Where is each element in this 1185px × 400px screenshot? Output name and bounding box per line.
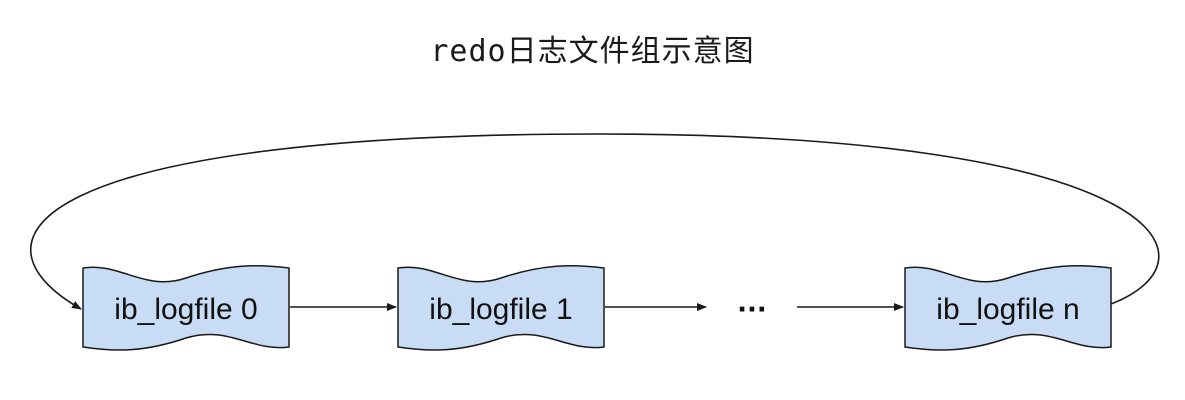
logfile-1-shape [397,264,605,351]
logfile-0-shape [82,264,290,351]
diagram-title: redo日志文件组示意图 [430,34,755,69]
logfile-0-label: ib_logfile 0 [114,293,257,326]
logfile-1-label: ib_logfile 1 [429,293,572,326]
arrow-loop-logfilen-to-logfile0 [30,133,1160,310]
logfile-node-n: ib_logfile n [904,264,1112,351]
logfile-node-1: ib_logfile 1 [397,264,605,351]
ellipsis-label: ··· [737,295,767,325]
logfile-n-label: ib_logfile n [936,293,1079,326]
logfile-n-shape [904,264,1112,351]
logfile-node-0: ib_logfile 0 [82,264,290,351]
